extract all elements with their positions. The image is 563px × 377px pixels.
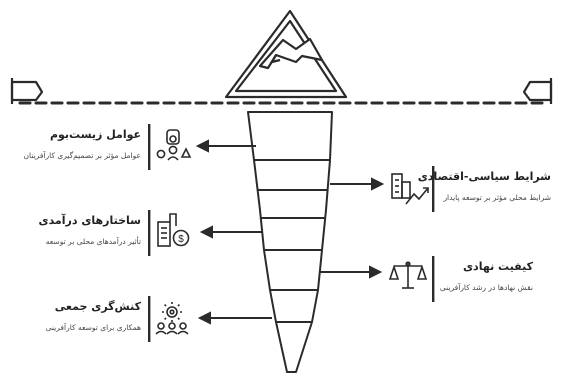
left-flag-icon [10,78,44,104]
right-flag-icon [522,78,553,104]
collective-action-subtitle: همکاری برای توسعه کارآفرینی [45,323,141,332]
iceberg-tip [224,9,348,99]
people-network-icon [156,129,192,161]
institutional-quality-title: کیفیت نهادی [462,260,533,273]
income-structures-subtitle: تأثیر درآمدهای محلی بر توسعه [45,237,141,246]
collective-action-label: کنش‌گری جمعی همکاری برای توسعه کارآفرینی [46,300,141,333]
collective-action-title: کنش‌گری جمعی [54,300,141,313]
svg-text:$: $ [178,234,184,245]
building-money-icon: $ [157,213,190,247]
institutional-quality-label: کیفیت نهادی نقش نهادها در رشد کارآفرینی [440,260,533,293]
political-economic-label: شرایط سیاسی-اقتصادی شرایط محلی مؤثر بر ت… [418,170,551,203]
ecosystem-factors-label: عوامل زیست‌بوم عوامل مؤثر بر تصمیم‌گیری … [24,128,141,161]
city-growth-icon [391,173,429,205]
income-structures-label: ساختارهای درآمدی تأثیر درآمدهای محلی بر … [39,214,142,247]
balance-scale-icon [388,261,428,289]
gear-team-icon [155,302,189,335]
ecosystem-factors-subtitle: عوامل مؤثر بر تصمیم‌گیری کارآفرینان [23,151,141,160]
political-economic-subtitle: شرایط محلی مؤثر بر توسعه پایدار [443,193,551,202]
separators [148,124,435,342]
iceberg-body [247,111,333,373]
ecosystem-factors-title: عوامل زیست‌بوم [49,128,141,141]
political-economic-title: شرایط سیاسی-اقتصادی [417,170,551,183]
income-structures-title: ساختارهای درآمدی [38,214,142,227]
institutional-quality-subtitle: نقش نهادها در رشد کارآفرینی [439,283,533,292]
